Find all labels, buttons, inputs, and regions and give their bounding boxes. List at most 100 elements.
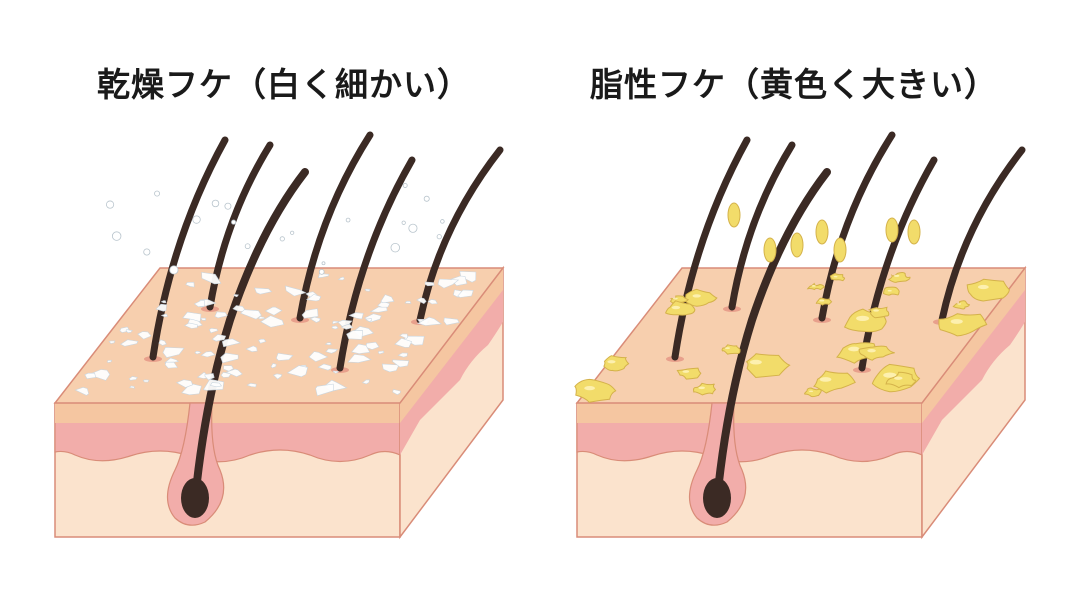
- floating-flake: [224, 202, 232, 210]
- oily-flake: [867, 306, 890, 319]
- dry-flake: [347, 353, 372, 363]
- dry-flake: [194, 350, 202, 355]
- oily-flake-highlight: [672, 297, 678, 300]
- dry-flake: [245, 345, 258, 353]
- dry-flake: [275, 352, 294, 361]
- dry-flake: [74, 386, 90, 396]
- dry-dandruff-skin-diagram: [53, 131, 505, 540]
- oily-flake-highlight: [811, 285, 816, 287]
- floating-flake: [408, 223, 418, 233]
- dry-flake: [193, 300, 206, 308]
- dry-flake: [137, 331, 152, 340]
- dry-flake: [331, 325, 339, 330]
- hair-strand: [728, 141, 796, 311]
- dry-flake: [162, 346, 185, 358]
- dry-flake: [424, 281, 435, 287]
- floating-flake: [154, 190, 161, 197]
- oily-flake: [745, 353, 791, 379]
- oily-flake-on-hair: [790, 232, 804, 258]
- oily-flake: [664, 300, 696, 316]
- hair-strand: [818, 131, 896, 322]
- oily-flake-highlight: [873, 309, 879, 312]
- dry-flake: [209, 327, 219, 334]
- oily-flake: [804, 387, 822, 398]
- dry-flake: [377, 350, 385, 355]
- oily-flake-on-hair: [885, 217, 899, 243]
- dry-flake: [272, 373, 283, 380]
- dry-flake: [200, 317, 207, 321]
- floating-flake: [390, 242, 400, 253]
- dry-flake: [119, 339, 139, 347]
- dry-flake: [258, 338, 267, 344]
- floating-flake: [345, 217, 351, 223]
- dry-flake: [346, 330, 364, 340]
- oily-flake: [693, 382, 717, 396]
- hair-strand: [296, 131, 374, 322]
- dry-flake: [257, 316, 265, 320]
- dry-flake: [332, 320, 339, 325]
- dry-flake: [369, 306, 388, 313]
- oily-flake-highlight: [977, 284, 989, 290]
- dry-flake: [254, 287, 273, 295]
- floating-flake: [401, 220, 406, 225]
- dry-flake: [128, 376, 138, 381]
- floating-flake: [321, 261, 326, 266]
- oily-flake-highlight: [950, 319, 963, 324]
- epidermis-layer: [55, 403, 400, 423]
- dry-flake: [416, 297, 427, 304]
- dry-flake: [380, 294, 395, 304]
- dry-flake: [392, 359, 410, 368]
- floating-flake: [231, 219, 237, 225]
- dry-flake: [160, 300, 167, 304]
- dry-flake: [240, 309, 262, 320]
- dry-flake: [427, 299, 438, 305]
- oily-flake-highlight: [848, 346, 860, 352]
- hair-bulb: [181, 478, 209, 518]
- oily-flake: [858, 345, 895, 361]
- floating-flake: [244, 243, 251, 250]
- dry-flake: [437, 278, 460, 289]
- floating-flake: [111, 231, 122, 241]
- hair-long: [191, 168, 309, 504]
- dry-flake: [184, 322, 198, 329]
- floating-flake: [211, 199, 220, 208]
- dry-flake: [348, 312, 364, 320]
- floating-flake: [290, 230, 295, 235]
- dry-flake: [301, 308, 319, 319]
- dry-flake: [332, 370, 339, 374]
- oily-flake-highlight: [671, 305, 681, 310]
- dry-flake: [209, 382, 223, 388]
- oily-flake-on-hair: [727, 202, 741, 228]
- dry-flake: [155, 303, 167, 312]
- oily-flake: [887, 272, 911, 283]
- dry-flake: [204, 373, 215, 381]
- oily-flake-highlight: [584, 385, 595, 391]
- oily-flake: [815, 297, 833, 306]
- dry-flake: [417, 316, 443, 326]
- dry-flake: [108, 340, 116, 344]
- dry-flake: [233, 294, 239, 298]
- dry-flake: [84, 372, 97, 380]
- dry-flake: [340, 323, 354, 330]
- dry-flake: [270, 363, 277, 369]
- oily-dandruff-title: 脂性フケ（黄色く大きい）: [590, 65, 998, 104]
- floating-flake: [423, 195, 430, 202]
- dry-flake: [317, 363, 332, 371]
- dry-flake: [286, 365, 309, 378]
- hair-strand: [938, 146, 1026, 324]
- dry-flake: [392, 389, 401, 395]
- dry-flake: [214, 311, 228, 319]
- oily-flake: [938, 313, 988, 337]
- floating-flake: [402, 183, 408, 188]
- dry-flake: [211, 334, 227, 342]
- dry-flake: [305, 294, 322, 302]
- dry-flake: [337, 276, 345, 281]
- hair-strand: [416, 146, 504, 324]
- dry-flake: [176, 379, 193, 388]
- dry-flake: [225, 368, 243, 378]
- dry-flake: [325, 348, 339, 354]
- oily-flake-highlight: [607, 360, 616, 364]
- dry-flake: [365, 318, 373, 322]
- floating-flake: [192, 215, 201, 224]
